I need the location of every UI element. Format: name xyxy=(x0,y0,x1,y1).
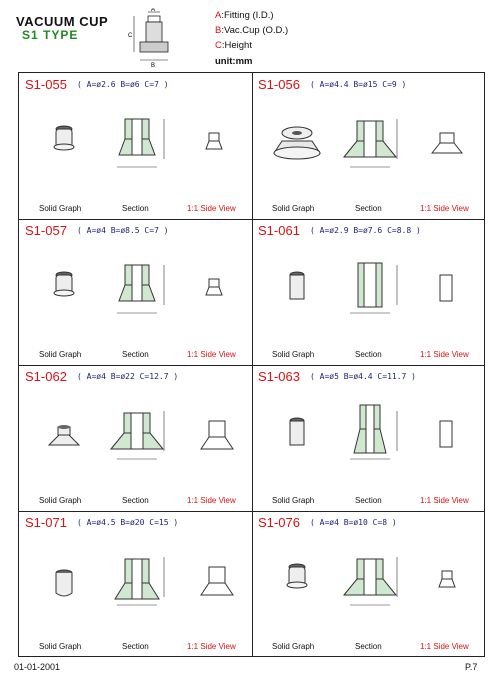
section-caption: Section xyxy=(122,350,149,359)
grid-divider xyxy=(19,365,484,366)
section-caption: Section xyxy=(355,350,382,359)
model-code: S1-055 xyxy=(25,77,67,92)
model-spec: ( A=ø5 B=ø4.4 C=11.7 ) xyxy=(310,372,416,381)
side-view-caption: 1:1 Side View xyxy=(187,204,236,213)
solid-graph-caption: Solid Graph xyxy=(272,204,315,213)
model-code: S1-076 xyxy=(258,515,300,530)
type-subtitle: S1 TYPE xyxy=(22,28,79,42)
product-cell: S1-061 ( A=ø2.9 B=ø7.6 C=8.8 ) Solid Graph… xyxy=(252,219,484,365)
footer-date: 01-01-2001 xyxy=(14,662,61,672)
model-spec: ( A=ø2.6 B=ø6 C=7 ) xyxy=(77,80,169,89)
section-caption: Section xyxy=(122,204,149,213)
cup-drawing xyxy=(53,118,223,168)
legend-key-b: B xyxy=(215,25,222,36)
side-view-caption: 1:1 Side View xyxy=(420,204,469,213)
solid-graph-caption: Solid Graph xyxy=(272,642,315,651)
model-spec: ( A=ø4 B=ø10 C=8 ) xyxy=(310,518,397,527)
unit-label: unit:mm xyxy=(215,56,253,67)
model-code: S1-062 xyxy=(25,369,67,384)
product-cell: S1-063 ( A=ø5 B=ø4.4 C=11.7 ) Solid Graph S… xyxy=(252,365,484,511)
cup-drawing xyxy=(286,557,456,606)
legend-fitting: A:Fitting (I.D.) xyxy=(215,10,274,21)
solid-graph-caption: Solid Graph xyxy=(272,496,315,505)
grid-divider xyxy=(19,511,484,512)
model-spec: ( A=ø2.9 B=ø7.6 C=8.8 ) xyxy=(310,226,421,235)
model-spec: ( A=ø4.4 B=ø15 C=9 ) xyxy=(310,80,407,89)
side-view-caption: 1:1 Side View xyxy=(187,350,236,359)
legend-vac-cup: B:Vac.Cup (O.D.) xyxy=(215,25,288,36)
product-cell: S1-076 ( A=ø4 B=ø10 C=8 ) Solid Graph Secti… xyxy=(252,511,484,657)
side-view-caption: 1:1 Side View xyxy=(420,496,469,505)
key-label-a: A xyxy=(151,8,155,13)
solid-graph-caption: Solid Graph xyxy=(39,204,82,213)
product-cell: S1-055 ( A=ø2.6 B=ø6 C=7 ) Solid Graph Sect… xyxy=(19,73,251,219)
dimension-key-diagram: A B C xyxy=(128,8,169,68)
page-title: VACUUM CUP xyxy=(16,14,109,29)
model-code: S1-071 xyxy=(25,515,67,530)
section-caption: Section xyxy=(355,496,382,505)
key-label-b: B xyxy=(151,63,155,68)
solid-graph-caption: Solid Graph xyxy=(39,642,82,651)
key-label-c: C xyxy=(128,33,133,39)
section-caption: Section xyxy=(122,642,149,651)
cup-drawing xyxy=(47,411,234,460)
product-cell: S1-057 ( A=ø4 B=ø8.5 C=7 ) Solid Graph Sect… xyxy=(19,219,251,365)
side-view-caption: 1:1 Side View xyxy=(420,642,469,651)
legend-text-a: :Fitting (I.D.) xyxy=(221,10,274,21)
cup-drawing xyxy=(53,264,223,314)
cup-drawing xyxy=(289,404,453,460)
cup-drawing xyxy=(55,557,234,606)
model-spec: ( A=ø4 B=ø8.5 C=7 ) xyxy=(77,226,169,235)
model-code: S1-057 xyxy=(25,223,67,238)
section-caption: Section xyxy=(355,204,382,213)
section-caption: Section xyxy=(355,642,382,651)
solid-graph-caption: Solid Graph xyxy=(272,350,315,359)
product-cell: S1-056 ( A=ø4.4 B=ø15 C=9 ) Solid Graph Sec… xyxy=(252,73,484,219)
model-code: S1-056 xyxy=(258,77,300,92)
model-code: S1-063 xyxy=(258,369,300,384)
model-code: S1-061 xyxy=(258,223,300,238)
grid-divider xyxy=(19,219,484,220)
legend-key-c: C xyxy=(215,40,222,51)
legend-height: C:Height xyxy=(215,40,252,51)
legend-key-a: A xyxy=(215,10,222,21)
cup-drawing xyxy=(273,119,464,168)
cup-drawing xyxy=(289,262,453,314)
section-caption: Section xyxy=(122,496,149,505)
product-cell: S1-062 ( A=ø4 B=ø22 C=12.7 ) Solid Graph Se… xyxy=(19,365,251,511)
solid-graph-caption: Solid Graph xyxy=(39,496,82,505)
side-view-caption: 1:1 Side View xyxy=(187,642,236,651)
model-spec: ( A=ø4.5 B=ø20 C=15 ) xyxy=(77,518,179,527)
grid-divider-vertical xyxy=(252,73,253,656)
model-spec: ( A=ø4 B=ø22 C=12.7 ) xyxy=(77,372,179,381)
legend-text-c: :Height xyxy=(221,40,252,51)
legend-text-b: :Vac.Cup (O.D.) xyxy=(221,25,289,36)
product-cell: S1-071 ( A=ø4.5 B=ø20 C=15 ) Solid Graph Se… xyxy=(19,511,251,657)
solid-graph-caption: Solid Graph xyxy=(39,350,82,359)
side-view-caption: 1:1 Side View xyxy=(420,350,469,359)
page-number: P.7 xyxy=(465,662,478,672)
side-view-caption: 1:1 Side View xyxy=(187,496,236,505)
